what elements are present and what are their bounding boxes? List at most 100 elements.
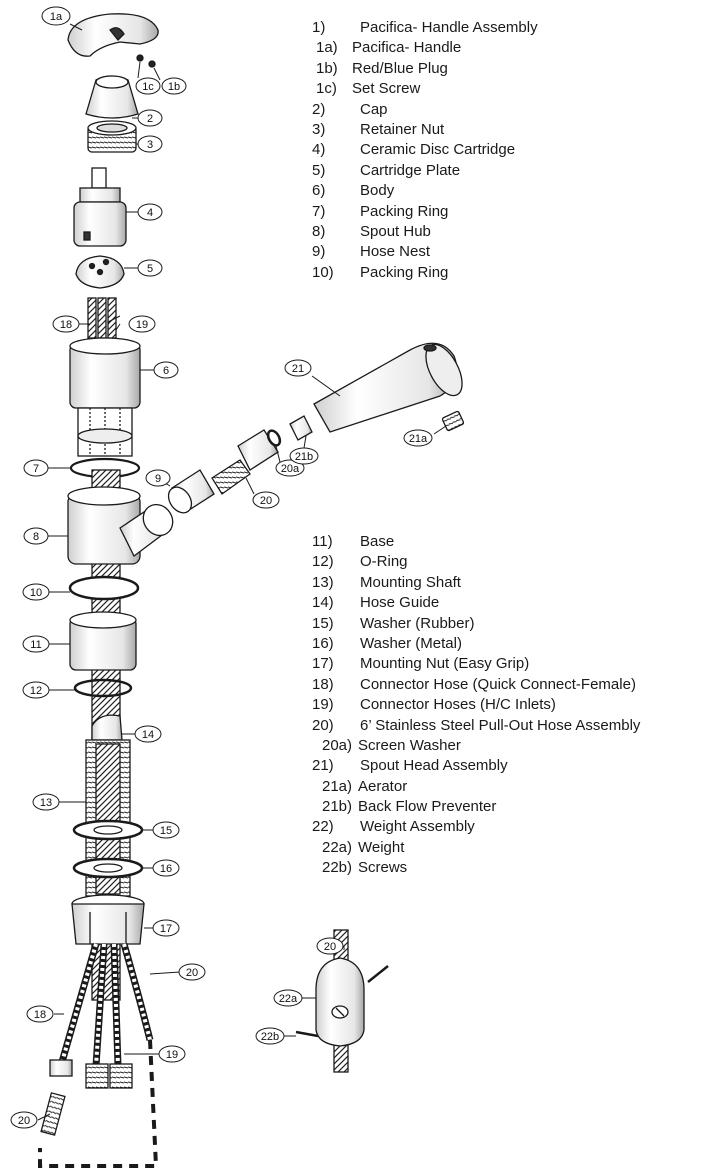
part-number: 20a) [322, 736, 353, 754]
part-label: Spout Hub [360, 222, 431, 240]
svg-text:6: 6 [163, 365, 169, 377]
part-number: 22b) [322, 859, 353, 877]
mounting-nut-part [71, 894, 145, 945]
parts-list-item: 1) Pacifica- Handle Assembly [312, 18, 612, 38]
callout-group: 1a 1c 1b 2 3 4 5 18 19 6 7 9 8 20 20a 21… [10, 6, 433, 1129]
callout-17: 17 [152, 919, 180, 937]
part-label: Mounting Shaft [360, 573, 461, 591]
screen-washer-part [266, 429, 282, 447]
svg-text:20: 20 [18, 1115, 30, 1127]
back-flow-preventer-part [289, 415, 313, 441]
parts-list-item: 11)Base [312, 532, 716, 552]
svg-text:3: 3 [147, 139, 153, 151]
callout-8: 8 [23, 527, 49, 545]
svg-text:19: 19 [166, 1049, 178, 1061]
callout-20-weight: 20 [316, 937, 344, 955]
part-number: 12) [312, 553, 334, 571]
packing-ring-2-part [68, 575, 140, 601]
callout-3: 3 [137, 135, 163, 153]
part-label: Packing Ring [360, 263, 449, 281]
callout-19: 19 [128, 315, 156, 333]
parts-list-item: 3)Retainer Nut [312, 120, 612, 140]
parts-list-item: 14)Hose Guide [312, 593, 716, 613]
callout-20-end: 20 [10, 1111, 38, 1129]
supply-hoses [58, 943, 154, 1067]
parts-list-item: 16)Washer (Metal) [312, 634, 716, 654]
base-part [69, 611, 137, 671]
svg-text:14: 14 [142, 729, 154, 741]
part-label: Red/Blue Plug [352, 59, 448, 77]
callout-20a: 20a [275, 459, 305, 477]
svg-text:4: 4 [147, 207, 153, 219]
svg-text:21b: 21b [295, 451, 313, 463]
callout-18: 18 [52, 315, 80, 333]
parts-list-item: 6)Body [312, 181, 612, 201]
parts-list-item: 21)Spout Head Assembly [312, 756, 716, 776]
part-label: Body [360, 182, 395, 200]
part-label: Hose Nest [360, 243, 431, 261]
svg-text:16: 16 [160, 863, 172, 875]
svg-text:15: 15 [160, 825, 172, 837]
parts-list-item: 9) Hose Nest [312, 242, 612, 262]
o-ring-part [73, 678, 133, 698]
callout-5: 5 [137, 259, 163, 277]
parts-list-item: 1b)Red/Blue Plug [312, 59, 612, 79]
svg-text:18: 18 [60, 319, 72, 331]
parts-list-item: 22a)Weight [312, 838, 716, 858]
part-label: Pacifica- Handle Assembly [360, 19, 538, 36]
svg-text:22b: 22b [261, 1031, 279, 1043]
parts-list-item: 8)Spout Hub [312, 222, 612, 242]
svg-text:20: 20 [186, 967, 198, 979]
quick-connect-end-part [40, 1092, 66, 1136]
callout-11: 11 [22, 635, 50, 653]
hose-nest-part [167, 469, 215, 514]
svg-text:2: 2 [147, 113, 153, 125]
part-label: Packing Ring [360, 202, 449, 220]
svg-text:9: 9 [155, 473, 161, 485]
svg-text:19: 19 [136, 319, 148, 331]
callout-21b: 21b [289, 447, 319, 465]
part-label: Ceramic Disc Cartridge [360, 141, 516, 159]
callout-7: 7 [23, 459, 49, 477]
svg-text:10: 10 [30, 587, 42, 599]
part-label: Pacifica- Handle [352, 39, 462, 57]
part-label: Connector Hose (Quick Connect-Female) [360, 675, 636, 693]
part-label: Screen Washer [358, 736, 461, 754]
hose-guide-part [91, 714, 123, 741]
parts-list-item: 5)Cartridge Plate [312, 161, 612, 181]
part-number: 18) [312, 675, 334, 693]
part-label: Weight Assembly [360, 818, 475, 836]
part-label: Cartridge Plate [360, 161, 461, 179]
part-label: Cap [360, 100, 388, 118]
callout-19-hose: 19 [158, 1045, 186, 1063]
callout-21: 21 [284, 359, 312, 377]
part-number: 16) [312, 634, 334, 652]
svg-text:20a: 20a [281, 463, 300, 475]
svg-text:1a: 1a [50, 11, 63, 23]
svg-text:13: 13 [40, 797, 52, 809]
svg-text:5: 5 [147, 263, 153, 275]
callout-1a: 1a [41, 6, 71, 26]
part-number: 1) [312, 19, 326, 36]
hose-fittings [49, 1059, 133, 1089]
callout-14: 14 [134, 725, 162, 743]
part-number: 19) [312, 696, 334, 714]
svg-text:11: 11 [30, 639, 41, 651]
part-label: Weight [358, 838, 405, 856]
parts-list-item: 7)Packing Ring [312, 202, 612, 222]
parts-list-item: 12)O-Ring [312, 552, 716, 572]
part-number: 9) [312, 243, 326, 261]
part-label: 6’ Stainless Steel Pull-Out Hose Assembl… [360, 716, 641, 734]
parts-list-item: 20a) Screen Washer [312, 736, 716, 756]
part-number: 21a) [322, 777, 353, 795]
svg-text:8: 8 [33, 531, 39, 543]
callout-12: 12 [22, 681, 50, 699]
part-label: Set Screw [352, 80, 421, 98]
svg-text:17: 17 [160, 923, 172, 935]
parts-list-item: 21a)Aerator [312, 777, 716, 797]
part-label: Connector Hoses (H/C Inlets) [360, 696, 556, 714]
part-number: 3) [312, 120, 326, 138]
callout-2: 2 [137, 109, 163, 127]
leader-lines [37, 23, 447, 1121]
